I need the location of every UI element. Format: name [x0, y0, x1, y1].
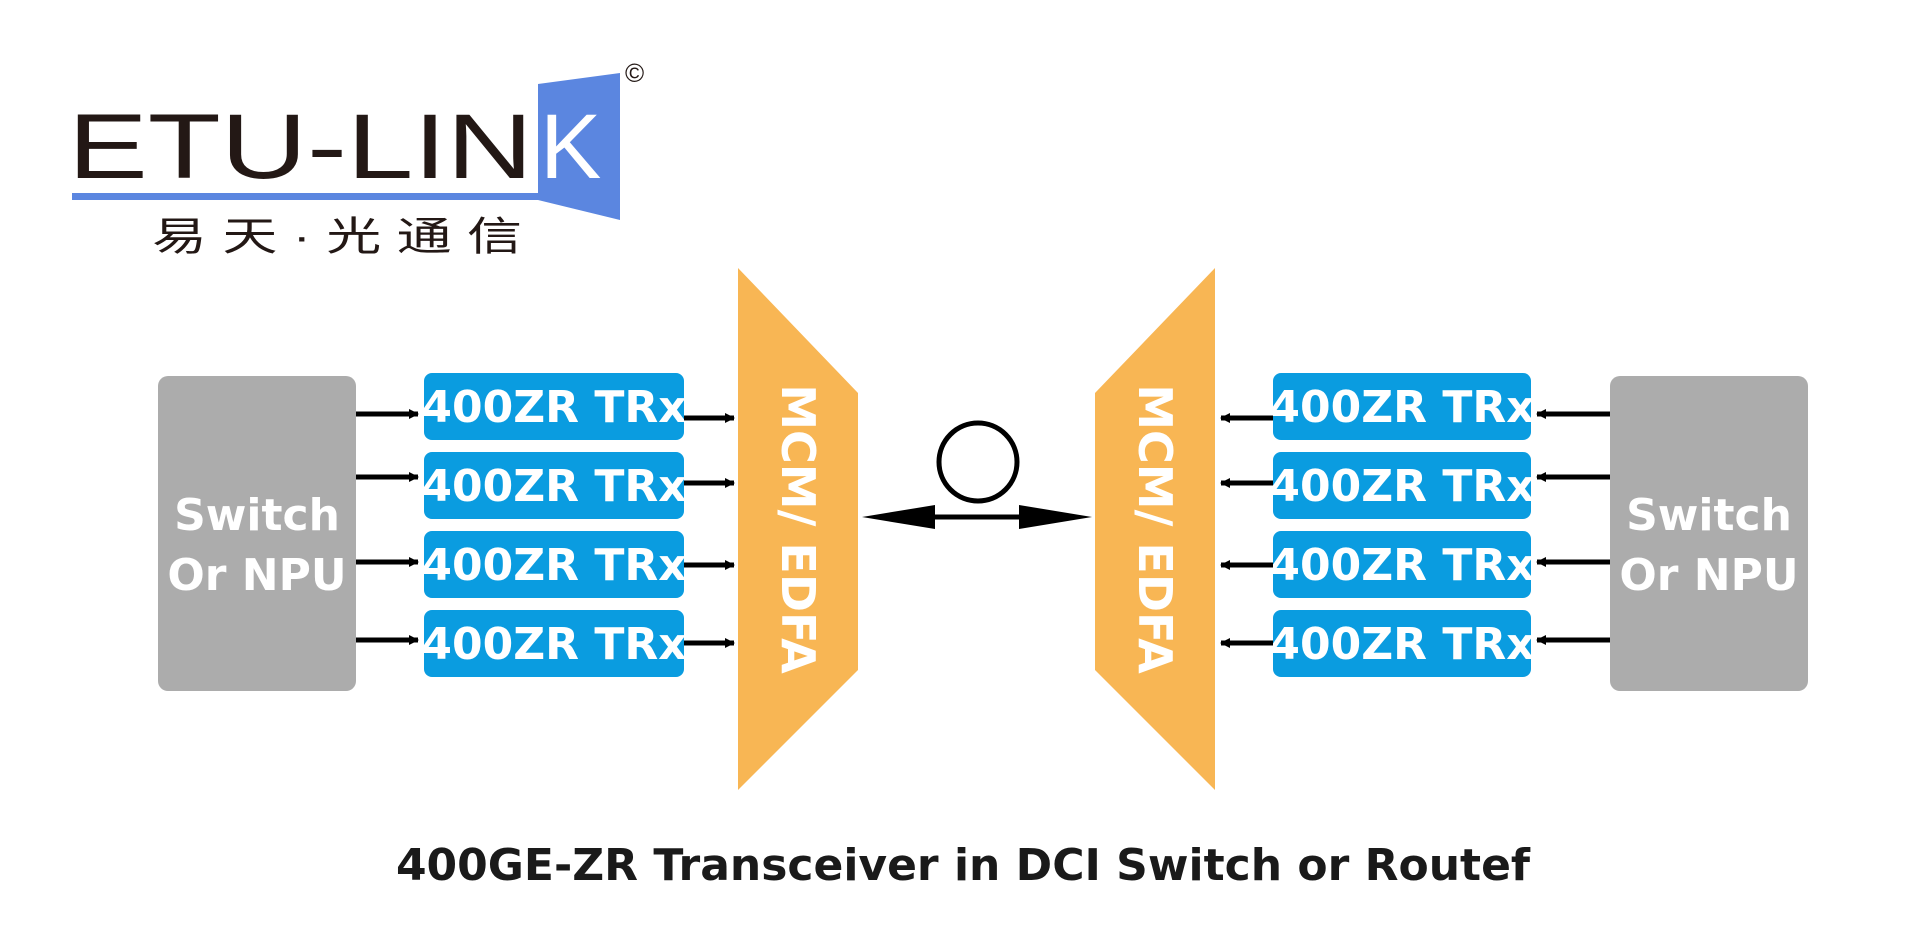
logo-blue-banner	[538, 73, 620, 220]
left-transceiver-3: 400ZR TRx	[421, 531, 687, 598]
left-switch-label-line2: Or NPU	[167, 550, 346, 601]
logo-wordmark: ETU-LIN	[68, 96, 533, 198]
left-transceiver-4: 400ZR TRx	[421, 610, 687, 677]
left-mux-block: MCM/ EDFA	[738, 268, 858, 790]
right-transceiver-4: 400ZR TRx	[1269, 610, 1535, 677]
left-transceiver-2: 400ZR TRx	[421, 452, 687, 519]
fiber-spool-icon	[936, 420, 1020, 504]
logo-copyright: ©	[625, 58, 644, 88]
logo-underline	[72, 193, 542, 200]
logo-chinese-name: 易 天 · 光 通 信	[152, 215, 522, 259]
svg-text:400ZR TRx: 400ZR TRx	[421, 382, 686, 433]
fiber-arrow-right	[1019, 505, 1092, 529]
right-transceiver-2: 400ZR TRx	[1269, 452, 1535, 519]
svg-text:400ZR TRx: 400ZR TRx	[1269, 382, 1534, 433]
left-transceiver-1: 400ZR TRx	[421, 373, 687, 440]
diagram-caption: 400GE-ZR Transceiver in DCI Switch or Ro…	[396, 840, 1531, 891]
etu-link-logo: ETU-LIN K © 易 天 · 光 通 信	[68, 58, 644, 259]
left-switch-block: Switch Or NPU	[158, 376, 356, 691]
right-transceiver-stack: 400ZR TRx 400ZR TRx 400ZR TRx 400ZR TRx	[1269, 373, 1535, 677]
svg-text:400ZR TRx: 400ZR TRx	[421, 461, 686, 512]
left-mux-label: MCM/ EDFA	[771, 384, 825, 674]
left-input-arrows	[356, 409, 419, 645]
right-switch-block: Switch Or NPU	[1610, 376, 1808, 691]
left-switch-label-line1: Switch	[174, 490, 340, 541]
fiber-link	[862, 420, 1092, 529]
right-transceiver-3: 400ZR TRx	[1269, 531, 1535, 598]
right-switch-label-line1: Switch	[1626, 490, 1792, 541]
right-output-arrows	[1220, 413, 1273, 648]
right-input-arrows	[1536, 409, 1610, 645]
fiber-arrow-left	[862, 505, 935, 529]
svg-text:400ZR TRx: 400ZR TRx	[1269, 461, 1534, 512]
right-mux-block: MCM/ EDFA	[1095, 268, 1215, 790]
svg-text:400ZR TRx: 400ZR TRx	[1269, 619, 1534, 670]
svg-text:400ZR TRx: 400ZR TRx	[421, 540, 686, 591]
right-mux-label: MCM/ EDFA	[1128, 384, 1182, 674]
right-switch-label-line2: Or NPU	[1619, 550, 1798, 601]
logo-wordmark-k: K	[540, 96, 601, 198]
right-transceiver-1: 400ZR TRx	[1269, 373, 1535, 440]
left-transceiver-stack: 400ZR TRx 400ZR TRx 400ZR TRx 400ZR TRx	[421, 373, 687, 677]
left-output-arrows	[684, 413, 735, 648]
svg-text:400ZR TRx: 400ZR TRx	[1269, 540, 1534, 591]
svg-text:400ZR TRx: 400ZR TRx	[421, 619, 686, 670]
